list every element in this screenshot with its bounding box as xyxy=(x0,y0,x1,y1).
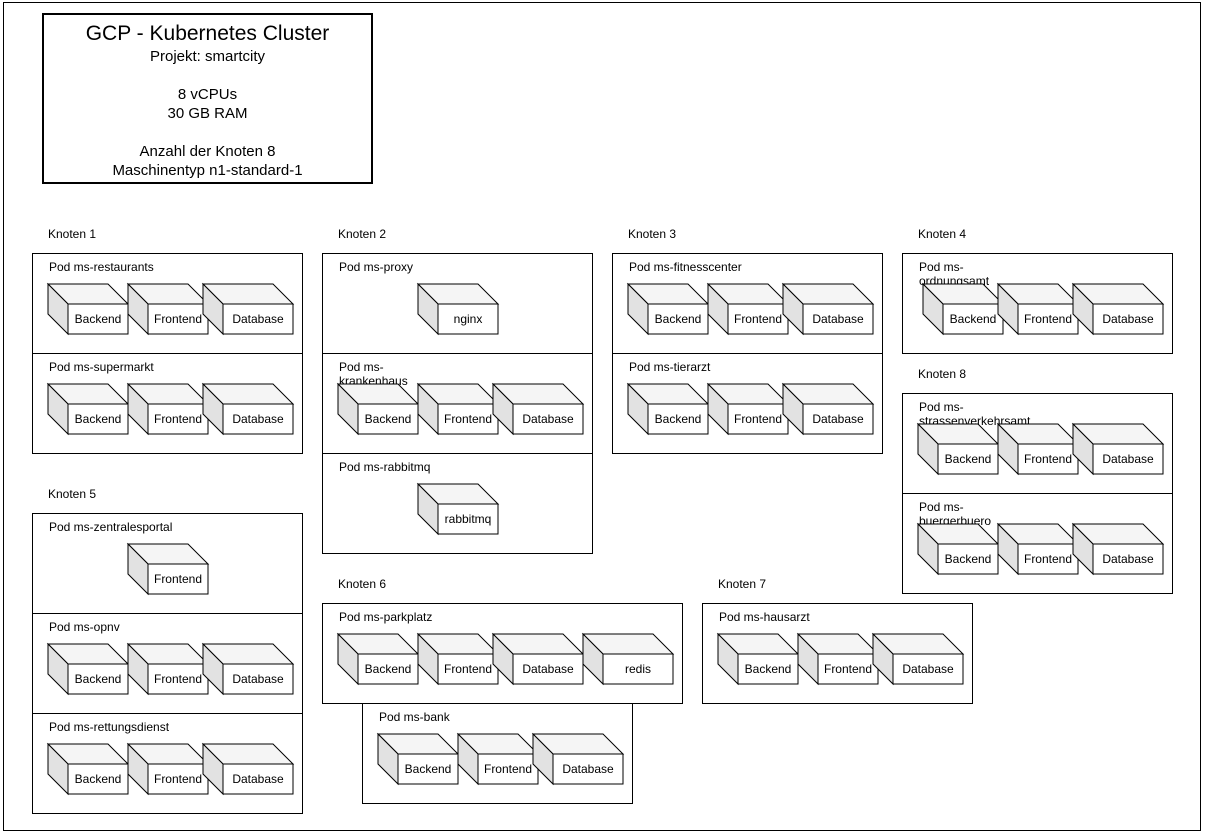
cluster-cpus: 8 vCPUs xyxy=(177,86,238,103)
pod-label: Pod ms-fitnesscenter xyxy=(629,260,742,274)
pod-label: Pod ms-parkplatz xyxy=(339,610,433,624)
knot-label: Knoten 7 xyxy=(718,577,767,591)
pod-label: Pod ms-rabbitmq xyxy=(339,460,431,474)
pod-label: Pod ms-bank xyxy=(379,710,450,724)
cluster-ram: 30 GB RAM xyxy=(167,105,248,122)
knot-label: Knoten 3 xyxy=(628,227,677,241)
knot-label: Knoten 1 xyxy=(48,227,97,241)
pod-label: Pod ms-rettungsdienst xyxy=(49,720,170,734)
pod-label: Pod ms-proxy xyxy=(339,260,414,274)
pod-label: Pod ms-hausarzt xyxy=(719,610,810,624)
knot-label: Knoten 2 xyxy=(338,227,387,241)
pod-label: Pod ms-restaurants xyxy=(49,260,154,274)
pod-label: Pod ms-tierarzt xyxy=(629,360,711,374)
knot-label: Knoten 5 xyxy=(48,487,97,501)
cluster-title: GCP - Kubernetes Cluster xyxy=(85,22,330,45)
pod-label: Pod ms-zentralesportal xyxy=(49,520,173,534)
pod-label: Pod ms-krankenhaus xyxy=(339,360,408,388)
diagram-frame xyxy=(3,2,1201,831)
pod-label: Pod ms-ordnungsamt xyxy=(919,260,990,288)
knot-label: Knoten 6 xyxy=(338,577,387,591)
cluster-machine-type: Maschinentyp n1-standard-1 xyxy=(112,162,303,179)
knot-label: Knoten 8 xyxy=(918,367,967,381)
pod-label: Pod ms-opnv xyxy=(49,620,120,634)
knot-label: Knoten 4 xyxy=(918,227,967,241)
cluster-info-box: GCP - Kubernetes Cluster Projekt: smartc… xyxy=(42,13,373,184)
pod-label: Pod ms-strassenverkehrsamt xyxy=(919,400,1031,428)
pod-label: Pod ms-supermarkt xyxy=(49,360,154,374)
pod-label: Pod ms-buergerbuero xyxy=(919,500,992,528)
cluster-project: Projekt: smartcity xyxy=(149,48,266,65)
cluster-node-count: Anzahl der Knoten 8 xyxy=(139,143,276,160)
